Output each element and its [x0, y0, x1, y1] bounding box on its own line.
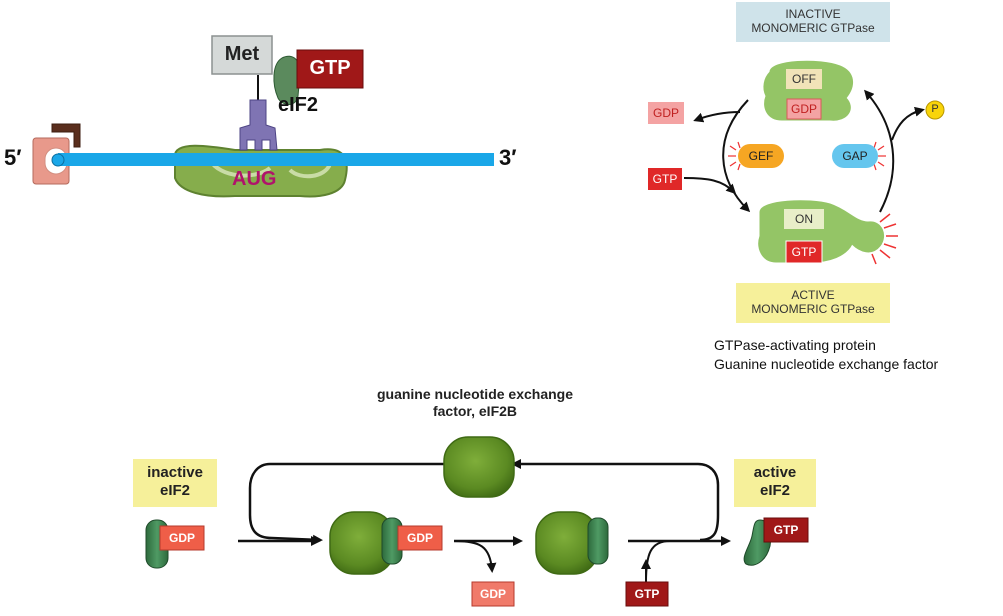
active-title: ACTIVE MONOMERIC GTPase: [736, 288, 890, 316]
gdp-released-label: GDP: [652, 106, 679, 120]
gdp-released-box: [471, 581, 515, 607]
eif2b-title-line-2: factor, eIF2B: [432, 403, 518, 419]
mrna-strand: [58, 153, 494, 166]
gtp-in-box: [625, 581, 669, 607]
active-eif2-line-1: active: [753, 464, 797, 481]
inactive-eif2-line-1: inactive: [147, 464, 203, 481]
eif2-label: eIF2: [278, 94, 319, 116]
inactive-title-line-2: MONOMERIC GTPase: [751, 21, 875, 35]
gdp-complex-label: GDP: [406, 531, 433, 545]
arrow-on-to-off: [864, 89, 895, 213]
activation-burst: [871, 213, 898, 265]
cap-structure: [51, 123, 81, 148]
p-label: P: [931, 103, 939, 115]
gdp-inactive-box: [159, 525, 205, 551]
three-prime-label: 3′: [499, 145, 517, 170]
arrow-gdp-exit: [453, 540, 497, 573]
gtp-label-top: GTP: [309, 57, 351, 79]
active-title-line-2: MONOMERIC GTPase: [751, 302, 875, 316]
phosphate-circle: [925, 100, 945, 120]
met-label: Met: [224, 43, 260, 65]
released-gdp-box: [648, 102, 684, 124]
active-title-box: [736, 283, 890, 323]
incoming-gtp-box: [648, 168, 682, 190]
recycle-loop-arrow: [511, 459, 720, 542]
active-title-line-1: ACTIVE: [791, 288, 835, 302]
inactive-eif2-line-2: eIF2: [159, 482, 190, 499]
gap-oval: [832, 144, 878, 168]
inactive-title: INACTIVE MONOMERIC GTPase: [736, 7, 890, 35]
gtp-box-top: [296, 49, 364, 89]
gef-definition: Guanine nucleotide exchange factor: [714, 356, 939, 372]
arrow-gtp-in: [683, 177, 737, 195]
eif2b-title-line-1: guanine nucleotide exchange: [376, 386, 574, 402]
gtp-in-label-bottom: GTP: [634, 587, 660, 601]
off-label: OFF: [792, 72, 816, 86]
active-eif2-label-box: [734, 459, 816, 507]
met-box: [211, 35, 273, 75]
gdp-inactive-label: GDP: [168, 531, 195, 545]
initiator-trna: [239, 99, 278, 151]
eif2b-top: [443, 436, 515, 498]
bind-loop-arrow: [248, 462, 444, 545]
gef-oval: [738, 144, 784, 168]
inactive-title-line-1: INACTIVE: [785, 7, 841, 21]
aug-label: AUG: [232, 168, 277, 190]
gtp-active-label: GTP: [773, 523, 799, 537]
gef-burst: [728, 141, 741, 171]
five-prime-label: 5′: [4, 145, 22, 170]
gef-label: GEF: [748, 149, 774, 163]
active-eif2-line-2: eIF2: [759, 482, 790, 499]
inactive-eif2-label: inactive eIF2: [133, 464, 217, 500]
gdp-complex-box: [397, 525, 443, 551]
arrow-gdp-release: [693, 111, 741, 123]
gtp-bound-label: GTP: [791, 245, 817, 259]
inactive-eif2-label-box: [133, 459, 217, 507]
arrow-p-release: [891, 106, 925, 141]
on-label: ON: [795, 212, 813, 226]
arrow-gtp-entry: [645, 540, 671, 583]
gap-burst: [873, 141, 886, 171]
gdp-released-label-bottom: GDP: [479, 587, 506, 601]
inactive-title-box: [736, 2, 890, 42]
gtp-in-label: GTP: [652, 172, 678, 186]
eif2-protein: [273, 55, 301, 105]
active-eif2-label: active eIF2: [734, 464, 816, 500]
eif2b-title: guanine nucleotide exchange factor, eIF2…: [340, 386, 610, 420]
gap-label: GAP: [842, 149, 868, 163]
gap-definition: GTPase-activating protein: [714, 337, 876, 353]
gtp-active-box: [763, 517, 809, 543]
gdp-bound-label: GDP: [790, 102, 817, 116]
